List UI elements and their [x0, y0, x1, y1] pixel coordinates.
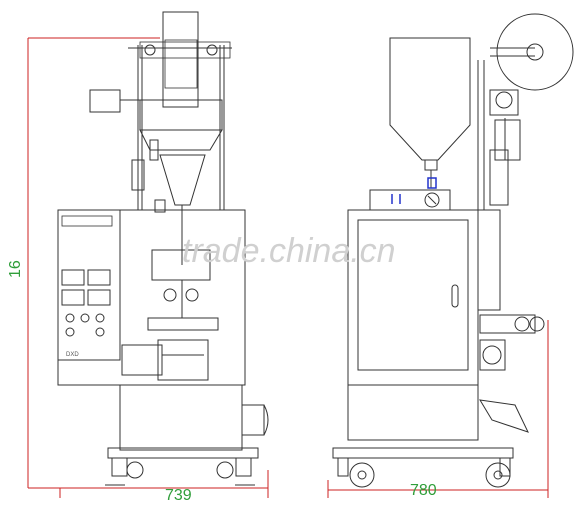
- watermark: trade.china.cn: [182, 232, 396, 270]
- side-film-roll: [496, 13, 574, 91]
- front-wheel-left: [126, 461, 144, 479]
- dimension-width-front: 739: [165, 487, 192, 504]
- side-base: [332, 447, 514, 459]
- front-wheel-right: [216, 461, 234, 479]
- side-door-handle: [451, 284, 459, 308]
- side-dimension-lines: [327, 320, 549, 498]
- side-wheel-right: [485, 462, 511, 488]
- side-dosing-unit: [369, 189, 451, 211]
- front-film-box: [162, 11, 199, 108]
- panel-brand-label: DXD: [66, 352, 79, 358]
- front-side-motor: [89, 89, 121, 113]
- front-base: [107, 447, 259, 459]
- front-cabinet-lower: [119, 384, 243, 451]
- side-view: [332, 13, 574, 488]
- front-control-panel: [57, 209, 121, 361]
- dimension-width-side: 780: [410, 482, 437, 499]
- front-cutter-box: [157, 339, 209, 381]
- front-view: [57, 11, 269, 486]
- front-dimension-lines: [27, 37, 269, 498]
- front-funnel: [159, 154, 206, 206]
- dimension-height: 16: [7, 260, 24, 278]
- side-hopper: [389, 37, 471, 161]
- side-wheel-left: [349, 462, 375, 488]
- highlight-parts: [391, 177, 437, 204]
- side-discharge-chute: [479, 399, 529, 433]
